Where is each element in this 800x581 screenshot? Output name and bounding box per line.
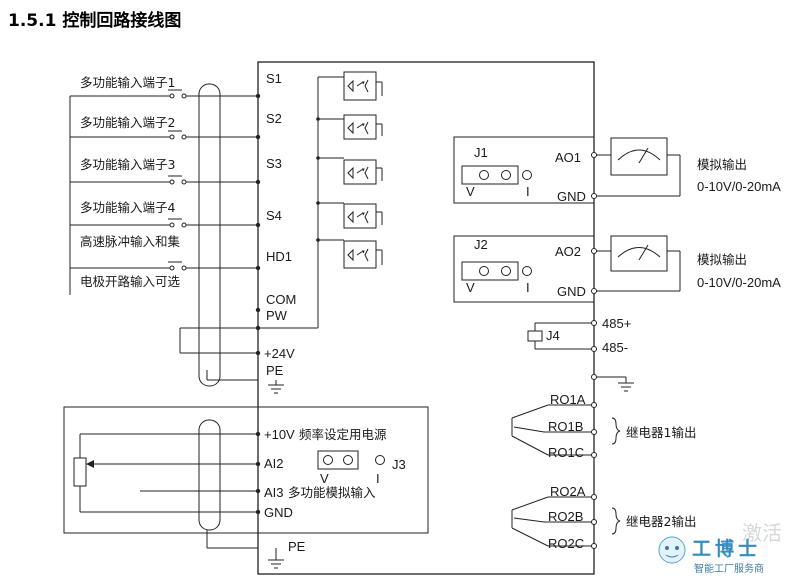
ao2-block: J2 V I AO2 GND 模拟输出 0-10V/0-20mA [453, 235, 781, 303]
svg-text:RO1B: RO1B [548, 419, 583, 434]
ao1-meter [610, 137, 668, 176]
optocoupler-3 [343, 159, 377, 185]
input-row-1: 多功能输入端子1 S1 [70, 71, 282, 99]
input-row-2: 多功能输入端子2 S2 [70, 111, 282, 140]
rs485-block: J4 485+ 485- [527, 316, 631, 355]
mascot-icon [658, 536, 686, 564]
svg-text:I: I [526, 280, 530, 295]
drive-box [257, 61, 595, 575]
j4-resistor[interactable] [527, 330, 543, 342]
j3-v-label: V [320, 471, 329, 486]
wiper-arrow [86, 460, 94, 468]
svg-text:V: V [466, 184, 475, 199]
input-label-5: 高速脉冲输入和集 [80, 234, 181, 249]
relay-2-label: 继电器2输出 [626, 514, 696, 529]
svg-text:激活: 激活 [742, 521, 782, 545]
terminal-gnd: GND [264, 505, 293, 520]
terminal-hd1: HD1 [266, 249, 292, 264]
svg-text:模拟输出: 模拟输出 [697, 252, 747, 267]
terminal-10v-desc: 频率设定用电源 [299, 427, 387, 442]
terminal-485-plus: 485+ [602, 316, 631, 331]
input-label-4: 多功能输入端子4 [80, 200, 176, 215]
terminal-24v: +24V [264, 346, 295, 361]
optocoupler-1 [343, 71, 377, 101]
terminal-pe-top: PE [266, 363, 284, 378]
input-row-3: 多功能输入端子3 S3 [70, 156, 282, 185]
relay-1-label: 继电器1输出 [626, 425, 696, 440]
ao1-block: J1 V I AO1 GND 模拟输出 0-10V/0-20mA [453, 136, 781, 204]
terminal-485-minus: 485- [602, 340, 628, 355]
terminal-pe-bottom: PE [288, 539, 306, 554]
svg-text:RO1C: RO1C [548, 445, 584, 460]
terminal-s4: S4 [266, 208, 282, 223]
terminal-ao2-gnd: GND [557, 284, 586, 299]
optocoupler-4 [343, 203, 377, 229]
v24-dot [255, 350, 261, 356]
jumper-j3[interactable]: V I J3 [317, 450, 406, 486]
svg-text:I: I [526, 184, 530, 199]
analog-input-box [63, 406, 429, 534]
jumper-j1[interactable] [461, 165, 519, 185]
svg-text:0-10V/0-20mA: 0-10V/0-20mA [697, 275, 781, 290]
terminal-com: COM [266, 292, 296, 307]
shield-cable-bottom [198, 419, 221, 531]
terminal-ao1-gnd: GND [557, 189, 586, 204]
terminal-ai2: AI2 [264, 456, 284, 471]
potentiometer [73, 457, 87, 487]
input-label-2: 多功能输入端子2 [80, 115, 175, 130]
terminal-10v: +10V [264, 427, 295, 442]
svg-text:V: V [466, 280, 475, 295]
watermark-sub: 智能工厂服务商 [694, 562, 764, 575]
svg-text:RO2C: RO2C [548, 536, 584, 551]
jumper-j2[interactable] [461, 261, 519, 281]
terminal-pw: PW [266, 308, 288, 323]
relay-1: RO1A RO1B RO1C 继电器1输出 [511, 392, 696, 460]
terminal-ao1: AO1 [555, 150, 581, 165]
j3-label: J3 [392, 457, 406, 472]
terminal-ai3-desc: 多功能模拟输入 [288, 485, 376, 500]
j3-i-label: I [376, 471, 380, 486]
terminal-s1: S1 [266, 71, 282, 86]
terminal-ai3: AI3 [264, 485, 284, 500]
svg-text:RO2B: RO2B [548, 509, 583, 524]
optocoupler-5 [343, 240, 377, 269]
j1-label: J1 [474, 145, 488, 160]
optocoupler-2 [343, 114, 377, 140]
page-title: 1.5.1 控制回路接线图 [8, 10, 181, 31]
svg-text:RO2A: RO2A [550, 484, 586, 499]
ao2-meter [610, 235, 668, 272]
svg-text:模拟输出: 模拟输出 [697, 157, 747, 172]
input-row-5: 高速脉冲输入和集 HD1 电极开路输入可选 [70, 234, 292, 289]
terminal-s2: S2 [266, 111, 282, 126]
relay-2: RO2A RO2B RO2C 继电器2输出 [511, 484, 696, 551]
input-note: 电极开路输入可选 [80, 274, 181, 289]
svg-text:0-10V/0-20mA: 0-10V/0-20mA [697, 179, 781, 194]
input-label-3: 多功能输入端子3 [80, 157, 175, 172]
optocouplers [316, 71, 383, 269]
watermark-brand: 工博士 [692, 537, 761, 560]
shield-cable-top [198, 83, 221, 387]
watermark-logo: 激活 工博士 智能工厂服务商 [658, 521, 782, 575]
input-row-4: 多功能输入端子4 S4 [70, 200, 282, 228]
terminal-ao2: AO2 [555, 244, 581, 259]
terminal-s3: S3 [266, 156, 282, 171]
j2-label: J2 [474, 237, 488, 252]
com-dot [255, 307, 261, 313]
svg-text:RO1A: RO1A [550, 392, 586, 407]
input-label-1: 多功能输入端子1 [80, 75, 175, 90]
j4-label: J4 [546, 328, 560, 343]
